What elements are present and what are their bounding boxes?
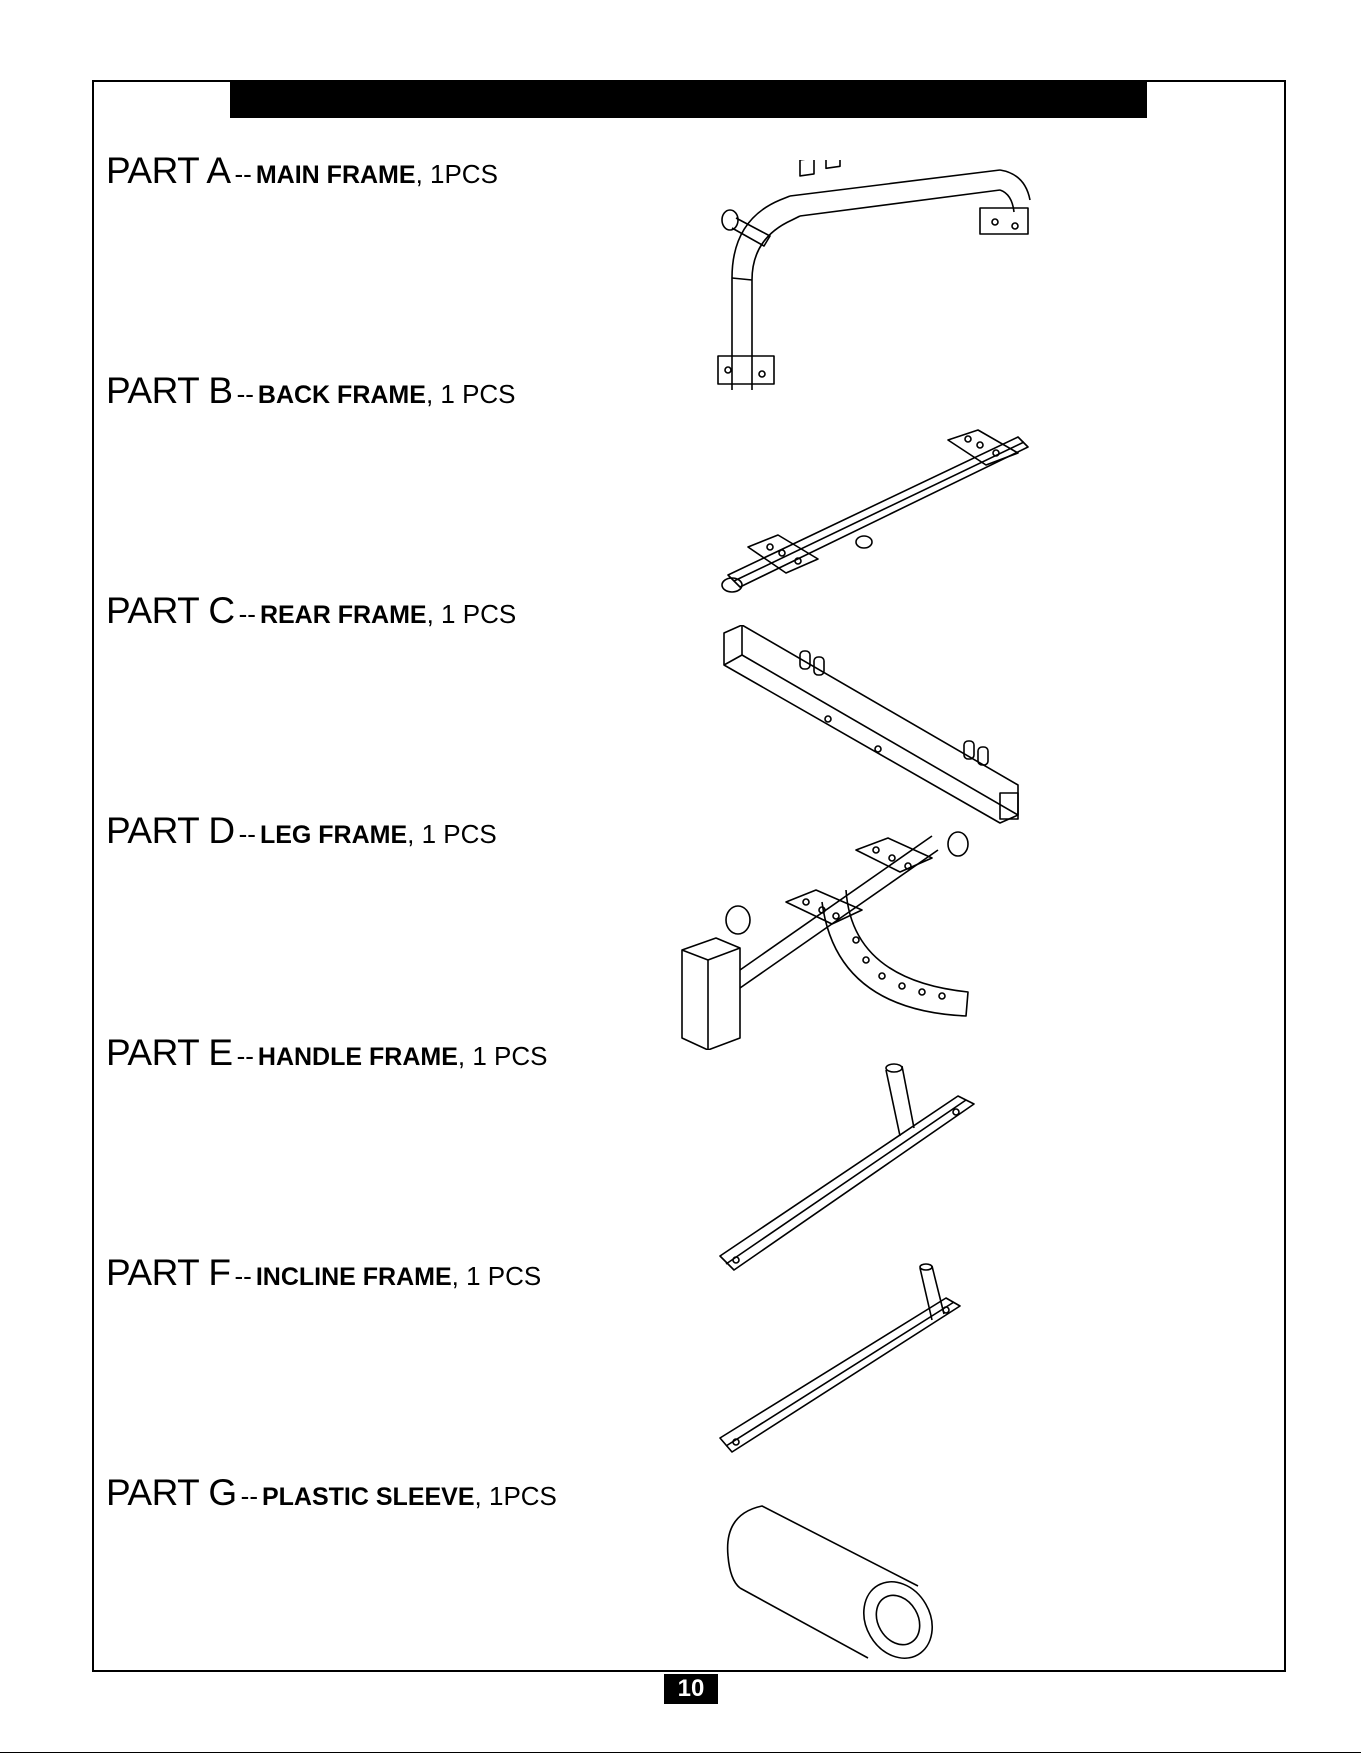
part-a-separator: -- [235,159,252,189]
part-e-label: PART E [106,1032,233,1073]
incline-frame-drawing [718,1262,968,1462]
part-g-row: PART G--PLASTIC SLEEVE, 1PCS [106,1472,666,1514]
part-d-row: PART D--LEG FRAME, 1 PCS [106,810,666,852]
page-number: 10 [664,1674,718,1704]
part-e-name: HANDLE FRAME [258,1043,458,1071]
part-a-label: PART A [106,150,231,191]
part-d-quantity: , 1 PCS [407,819,497,849]
part-c-row: PART C--REAR FRAME, 1 PCS [106,590,666,632]
part-a-quantity: , 1PCS [416,159,498,189]
part-d-name: LEG FRAME [260,821,407,849]
header-bar [230,80,1147,118]
main-frame-drawing [700,160,1040,390]
part-d-label: PART D [106,810,235,851]
part-b-quantity: , 1 PCS [426,379,516,409]
part-a-row: PART A--MAIN FRAME, 1PCS [106,150,666,192]
part-e-separator: -- [237,1041,254,1071]
part-b-name: BACK FRAME [258,381,426,409]
part-g-name: PLASTIC SLEEVE [262,1483,475,1511]
rear-frame-drawing [718,625,1028,825]
part-c-quantity: , 1 PCS [427,599,517,629]
part-c-label: PART C [106,590,235,631]
part-g-label: PART G [106,1472,237,1513]
part-f-label: PART F [106,1252,230,1293]
part-b-separator: -- [237,379,254,409]
part-g-separator: -- [241,1481,258,1511]
bottom-rule [0,1752,1361,1753]
part-d-separator: -- [239,819,256,849]
part-f-quantity: , 1 PCS [452,1261,542,1291]
part-e-quantity: , 1 PCS [458,1041,548,1071]
handle-frame-drawing [718,1060,978,1280]
part-e-row: PART E--HANDLE FRAME, 1 PCS [106,1032,666,1074]
back-frame-drawing [718,425,1038,605]
part-f-name: INCLINE FRAME [256,1263,452,1291]
part-b-row: PART B--BACK FRAME, 1 PCS [106,370,666,412]
part-a-name: MAIN FRAME [256,161,416,189]
part-g-quantity: , 1PCS [475,1481,557,1511]
part-b-label: PART B [106,370,233,411]
part-c-name: REAR FRAME [260,601,427,629]
part-f-row: PART F--INCLINE FRAME, 1 PCS [106,1252,666,1294]
part-c-separator: -- [239,599,256,629]
leg-frame-drawing [676,820,976,1050]
part-f-separator: -- [234,1261,251,1291]
plastic-sleeve-drawing [718,1500,938,1670]
